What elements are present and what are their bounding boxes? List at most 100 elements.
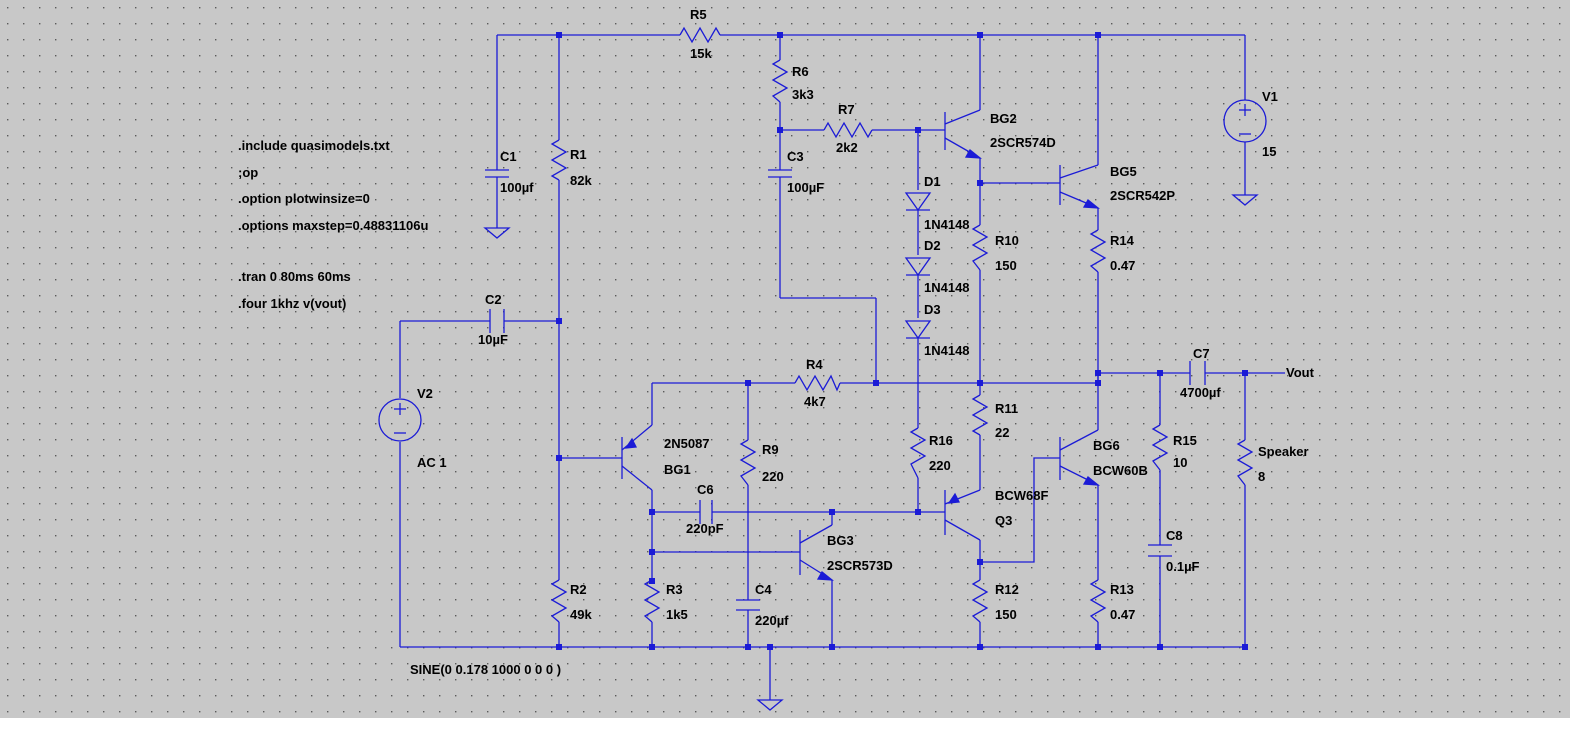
capacitor-c6[interactable] <box>699 500 713 524</box>
label-r9-value: 220 <box>762 469 784 484</box>
label-c3-name: C3 <box>787 149 804 164</box>
label-c8-name: C8 <box>1166 528 1183 543</box>
resistor-r1[interactable] <box>550 139 568 181</box>
label-bg2-value: 2SCR574D <box>990 135 1056 150</box>
label-d3-name: D3 <box>924 302 941 317</box>
label-r14-value: 0.47 <box>1110 258 1135 273</box>
label-r11-value: 22 <box>995 425 1009 440</box>
label-bg5-name: BG5 <box>1110 164 1137 179</box>
label-r3-name: R3 <box>666 582 683 597</box>
label-r9-name: R9 <box>762 442 779 457</box>
directive-line: .option plotwinsize=0 <box>238 191 370 206</box>
label-r16-value: 220 <box>929 458 951 473</box>
transistor-bg2[interactable] <box>944 109 983 159</box>
label-c2-value: 10µF <box>478 332 508 347</box>
label-r10-value: 150 <box>995 258 1017 273</box>
label-c7-name: C7 <box>1193 346 1210 361</box>
label-c1-value: 100µf <box>500 180 534 195</box>
label-bg1-value: 2N5087 <box>664 436 710 451</box>
transistor-q3[interactable] <box>944 489 981 541</box>
label-bg6-name: BG6 <box>1093 438 1120 453</box>
label-r14-name: R14 <box>1110 233 1135 248</box>
capacitor-c3[interactable] <box>768 169 792 178</box>
transistor-bg5[interactable] <box>1059 164 1101 209</box>
label-r2-value: 49k <box>570 607 592 622</box>
label-c6-value: 220pF <box>686 521 724 536</box>
label-v1-value: 15 <box>1262 144 1276 159</box>
label-r2-name: R2 <box>570 582 587 597</box>
net-label-vout: Vout <box>1286 365 1315 380</box>
ground-symbol <box>1231 194 1259 206</box>
label-r13-name: R13 <box>1110 582 1134 597</box>
label-v1-name: V1 <box>1262 89 1278 104</box>
resistor-r7[interactable] <box>823 121 873 139</box>
diode-d2[interactable] <box>904 257 932 277</box>
label-bg1-name: BG1 <box>664 462 691 477</box>
label-c4-value: 220µf <box>755 613 789 628</box>
label-r4-name: R4 <box>806 357 823 372</box>
label-bg2-name: BG2 <box>990 111 1017 126</box>
label-bg3-value: 2SCR573D <box>827 558 893 573</box>
label-r6-name: R6 <box>792 64 809 79</box>
resistor-r2[interactable] <box>550 579 568 623</box>
spice-directives: .include quasimodels.txt ;op .option plo… <box>238 138 428 311</box>
resistor-r12[interactable] <box>971 579 989 623</box>
label-speaker-value: 8 <box>1258 469 1265 484</box>
voltage-source-v2[interactable] <box>378 398 422 442</box>
transistor-bg1[interactable] <box>621 424 653 491</box>
resistor-r13[interactable] <box>1089 579 1107 623</box>
voltage-source-v1[interactable] <box>1223 99 1267 143</box>
wires <box>399 34 1285 700</box>
label-r6-value: 3k3 <box>792 87 814 102</box>
label-r5-value: 15k <box>690 46 712 61</box>
speaker-resistor[interactable] <box>1236 439 1254 486</box>
label-r16-name: R16 <box>929 433 953 448</box>
schematic-grid-background <box>0 0 1570 718</box>
diode-d3[interactable] <box>904 320 932 340</box>
transistor-bg6[interactable] <box>1059 429 1101 486</box>
label-r15-name: R15 <box>1173 433 1197 448</box>
label-r1-value: 82k <box>570 173 592 188</box>
resistor-r16[interactable] <box>909 427 927 479</box>
directive-line: .tran 0 80ms 60ms <box>238 269 351 284</box>
label-v2-value: AC 1 <box>417 455 447 470</box>
resistor-r11[interactable] <box>971 394 989 436</box>
directive-line: ;op <box>238 165 258 180</box>
resistor-r10[interactable] <box>971 224 989 271</box>
capacitor-c4[interactable] <box>736 599 760 611</box>
label-r11-name: R11 <box>995 401 1018 416</box>
resistor-r14[interactable] <box>1089 229 1107 273</box>
directive-line: .options maxstep=0.48831106u <box>238 218 428 233</box>
component-labels: R5 15k R6 3k3 R7 2k2 R1 82k R2 49k R3 1k… <box>410 7 1315 677</box>
label-r13-value: 0.47 <box>1110 607 1135 622</box>
label-v2-name: V2 <box>417 386 433 401</box>
label-r7-name: R7 <box>838 102 855 117</box>
label-bg5-value: 2SCR542P <box>1110 188 1175 203</box>
capacitor-c1[interactable] <box>485 169 509 178</box>
label-d1-value: 1N4148 <box>924 217 970 232</box>
directive-line: .four 1khz v(vout) <box>238 296 346 311</box>
label-d3-value: 1N4148 <box>924 343 970 358</box>
resistor-r15[interactable] <box>1151 424 1169 471</box>
label-r4-value: 4k7 <box>804 394 826 409</box>
capacitor-c7[interactable] <box>1189 361 1206 385</box>
label-d2-value: 1N4148 <box>924 280 970 295</box>
label-c8-value: 0.1µF <box>1166 559 1200 574</box>
label-c6-name: C6 <box>697 482 714 497</box>
label-r1-name: R1 <box>570 147 587 162</box>
capacitor-c8[interactable] <box>1148 544 1172 557</box>
resistor-r5[interactable] <box>679 26 721 44</box>
label-r12-name: R12 <box>995 582 1019 597</box>
resistor-r4[interactable] <box>794 374 841 392</box>
label-q3-value: BCW68F <box>995 488 1049 503</box>
resistor-r3[interactable] <box>643 579 661 623</box>
resistor-r6[interactable] <box>771 59 789 103</box>
capacitor-c2[interactable] <box>489 309 505 333</box>
label-v2-spec: SINE(0 0.178 1000 0 0 0 ) <box>410 662 561 677</box>
diode-d1[interactable] <box>904 192 932 212</box>
label-c2-name: C2 <box>485 292 502 307</box>
transistor-bg3[interactable] <box>799 524 835 581</box>
resistor-r9[interactable] <box>739 439 757 486</box>
label-q3-name: Q3 <box>995 513 1012 528</box>
